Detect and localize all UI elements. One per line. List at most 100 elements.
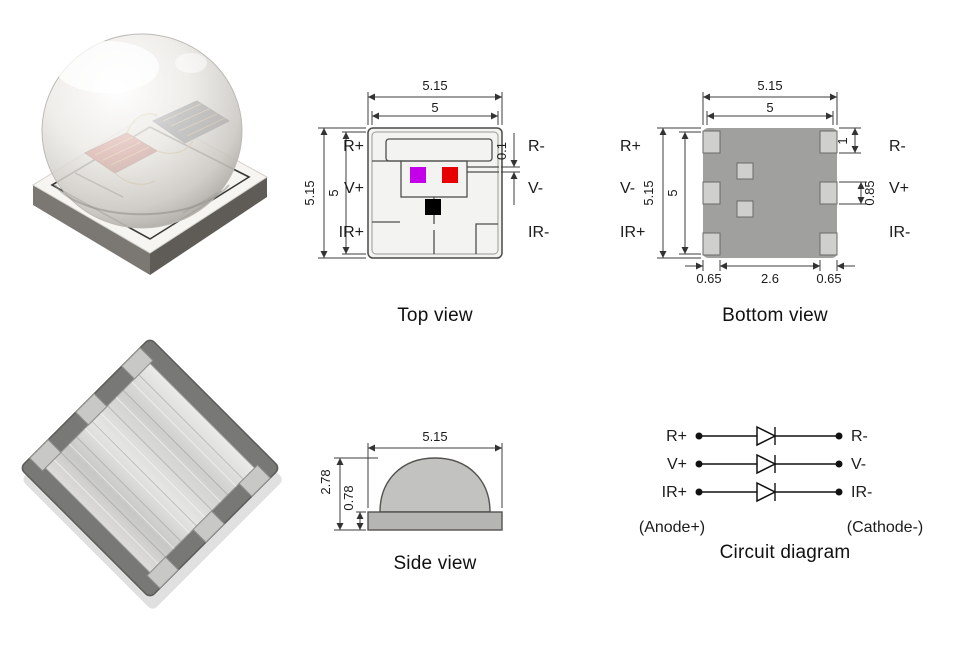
circuit-row-v: V+ V- [667,453,866,475]
bottom-view-dim-pad-offset: 1 [835,127,861,154]
dim-label: 5.15 [757,78,782,93]
dim-label: 5 [766,100,773,115]
pin-label-v-plus: V+ [889,180,909,197]
dome-base-shadow [54,184,230,216]
dim-label: 0.65 [696,271,721,286]
dim-label: 5 [326,189,341,196]
top-view-dim-width-inner: 5 [371,100,499,125]
pin-label-ir-plus: IR+ [620,224,645,241]
pin-label-ir-minus: IR- [528,224,549,241]
side-view-dim-total-height: 2.78 [318,457,378,531]
pad-left-bottom [29,439,62,472]
pad-left-mid [75,393,108,426]
pin-label-ir-minus: IR- [889,224,910,241]
dim-label: 1 [835,137,850,144]
dim-label: 5.15 [422,429,447,444]
dim-label: 0.85 [862,180,877,205]
anode-label-ir: IR+ [662,484,687,501]
pin-label-ir-plus: IR+ [339,224,364,241]
pin-label-r-minus: R- [889,138,906,155]
dome-highlight [55,41,159,93]
package-side-right [150,177,267,275]
diode-icon [756,481,777,503]
pin-label-v-plus: V+ [344,180,364,197]
side-view-base [367,511,503,531]
cathode-label-ir: IR- [851,484,872,501]
anode-label-v: V+ [667,456,687,473]
anode-label-r: R+ [666,428,687,445]
dim-label: 5.15 [422,78,447,93]
side-view-drawing: 5.15 2.78 0.78 [318,429,503,531]
circuit-diagram: R+ R- V+ V- IR+ IR- (Anode+) (Ca [639,425,923,536]
pin-label-r-plus: R+ [343,138,364,155]
side-view-dim-width: 5.15 [367,429,503,508]
dim-label: 5 [665,189,680,196]
pin-label-v-minus: V- [528,180,543,197]
diode-icon [756,425,777,447]
pad-right-mid [192,510,225,543]
node-dot [835,460,843,468]
bottom-view-pads [702,130,838,256]
anode-group-label: (Anode+) [639,519,705,536]
node-dot [835,488,843,496]
top-view-dim-height-inner: 5 [326,131,366,255]
top-view-drawing: 5.15 5 5.15 5 0.1 R+ V+ IR+ [302,78,550,259]
bottom-view-dim-width-inner: 5 [706,100,834,125]
bottom-view-dim-pad-height: 0.85 [839,180,877,206]
circuit-row-red: R+ R- [666,425,868,447]
dim-label: 5 [431,100,438,115]
bottom-view-dim-height-outer: 5.15 [641,127,701,259]
pin-label-r-minus: R- [528,138,545,155]
dim-label: 5.15 [641,180,656,205]
top-view-title: Top view [397,305,473,326]
top-view-pin-labels: R+ V+ IR+ R- V- IR- [339,138,550,241]
dim-label: 2.78 [318,469,333,494]
top-view-dim-height-outer: 5.15 [302,127,366,259]
bottom-view-dim-width-outer: 5.15 [702,78,838,125]
brushed-texture-light [53,381,237,565]
black-chip [425,199,441,215]
led-package-3d-render [32,33,268,275]
top-view-package-outline [367,127,503,259]
dim-label: 0.1 [494,142,509,160]
node-dot [835,432,843,440]
solder-pads [29,347,271,589]
pad-left-bottom [702,232,721,256]
pad-right-top [819,130,838,154]
dim-label: 2.6 [761,271,779,286]
brushed-texture-dark [60,374,244,558]
bottom-view-drawing: 5.15 5 5.15 5 1 0.85 [620,78,910,286]
pad-right-bottom [819,232,838,256]
side-view-dim-base-height: 0.78 [341,485,366,530]
cathode-group-label: (Cathode-) [847,519,923,536]
bottom-view-title: Bottom view [722,305,828,326]
pad-right-bottom [146,556,179,589]
pad-center-bottom [736,200,754,218]
pad-right-mid [819,181,838,205]
dim-label: 0.65 [816,271,841,286]
red-chip [442,167,458,183]
package-bottom-photo [21,339,282,609]
pad-left-top [121,347,154,380]
purple-chip [410,167,426,183]
top-view-cavity-outline [371,131,499,255]
cathode-label-r: R- [851,428,868,445]
side-view-dome [379,457,491,513]
pad-left-mid [702,181,721,205]
top-view-dim-width-outer: 5.15 [367,78,503,125]
pin-label-v-minus: V- [620,180,635,197]
pin-label-r-plus: R+ [620,138,641,155]
package-bottom-body [21,339,279,597]
diode-icon [756,453,777,475]
pad-right-top [238,464,271,497]
bottom-view-package-body [703,128,837,258]
circuit-diagram-title: Circuit diagram [719,542,851,563]
bottom-view-dim-height-inner: 5 [665,131,701,255]
dim-label: 0.78 [341,485,356,510]
cathode-label-v: V- [851,456,866,473]
top-view-dim-gap: 0.1 [494,133,520,205]
package-side-left [33,185,150,275]
bottom-view-pin-labels: R+ V- IR+ R- V+ IR- [620,138,910,241]
side-view-title: Side view [393,553,477,574]
